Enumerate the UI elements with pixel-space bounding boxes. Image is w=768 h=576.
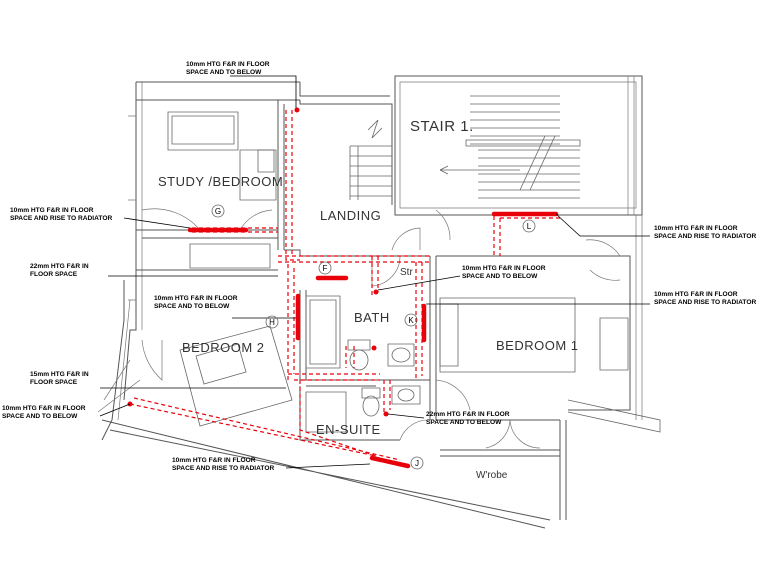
svg-text:L: L <box>527 222 532 231</box>
room-labels: STAIR 1. STUDY /BEDROOM LANDING BATH BED… <box>158 118 579 481</box>
note-study-drop: 10mm HTG F&R IN FLOOR SPACE AND TO BELOW <box>186 61 271 76</box>
tag-k: K <box>404 313 418 327</box>
room-label-wrobe: W'robe <box>476 470 508 481</box>
room-label-bedroom2: BEDROOM 2 <box>182 340 265 355</box>
radiator-j <box>369 455 411 469</box>
pipe-notes: 10mm HTG F&R IN FLOOR SPACE AND TO BELOW… <box>2 61 756 472</box>
tag-h: H <box>265 315 279 329</box>
svg-text:F: F <box>323 264 328 273</box>
tag-f: F <box>318 261 332 275</box>
note-bath-drop: 10mm HTG F&R IN FLOOR SPACE AND TO BELOW <box>154 295 239 310</box>
radiator-tags: G L F K H J <box>211 204 536 470</box>
room-label-ensuite: EN-SUITE <box>316 422 381 437</box>
note-bedroom2-drop: 10mm HTG F&R IN FLOOR SPACE AND TO BELOW <box>2 405 87 420</box>
room-label-bath: BATH <box>354 310 390 325</box>
note-landing-radiator: 10mm HTG F&R IN FLOOR SPACE AND RISE TO … <box>654 225 756 240</box>
tag-l: L <box>522 219 536 233</box>
note-study-radiator: 10mm HTG F&R IN FLOOR SPACE AND RISE TO … <box>10 207 112 222</box>
heating-pipework <box>129 110 560 461</box>
svg-text:G: G <box>215 207 221 216</box>
room-label-bedroom1: BEDROOM 1 <box>496 338 579 353</box>
room-label-store: Str <box>400 267 413 278</box>
tag-j: J <box>410 456 424 470</box>
leader-lines <box>99 75 650 469</box>
note-bedroom1-radiator: 10mm HTG F&R IN FLOOR SPACE AND RISE TO … <box>654 291 756 306</box>
svg-text:K: K <box>408 316 414 325</box>
note-ensuite-radiator: 10mm HTG F&R IN FLOOR SPACE AND RISE TO … <box>172 457 274 472</box>
room-label-landing: LANDING <box>320 208 381 223</box>
pipe-drop-points <box>127 107 389 417</box>
note-store-drop: 10mm HTG F&R IN FLOOR SPACE AND TO BELOW <box>462 265 547 280</box>
room-label-study: STUDY /BEDROOM <box>158 174 283 189</box>
note-ensuite-22mm: 22mm HTG F&R IN FLOOR SPACE AND TO BELOW <box>426 411 511 426</box>
note-bedroom2-15mm: 15mm HTG F&R IN FLOOR SPACE <box>30 371 90 386</box>
svg-text:H: H <box>269 318 275 327</box>
room-label-stair: STAIR 1. <box>410 118 474 135</box>
note-landing-22mm: 22mm HTG F&R IN FLOOR SPACE <box>30 263 90 278</box>
radiators <box>187 211 559 469</box>
doors <box>141 208 621 449</box>
svg-text:J: J <box>415 459 419 468</box>
tag-g: G <box>211 204 225 218</box>
